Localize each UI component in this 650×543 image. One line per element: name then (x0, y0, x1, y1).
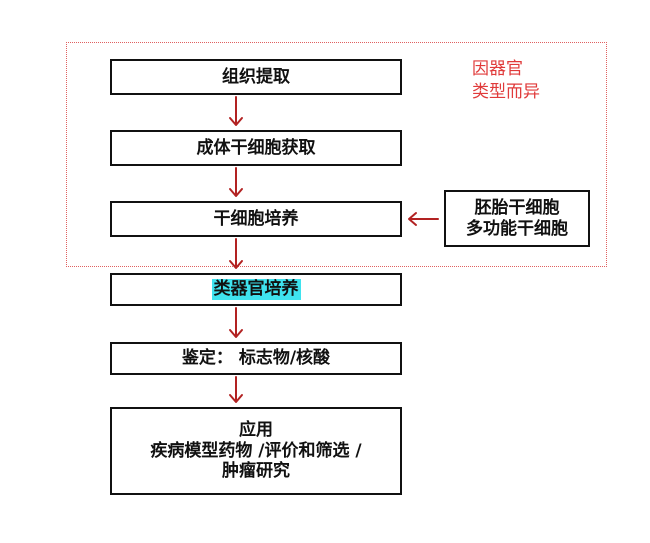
step-stem-cell-culture: 干细胞培养 (110, 201, 402, 237)
step-identification-label: 鉴定： 标志物/核酸 (181, 348, 331, 369)
arrow-step1-to-step2 (229, 96, 243, 126)
step-organoid-culture-label: 类器官培养 (211, 279, 301, 300)
pluripotent-source-line-2: 多功能干细胞 (466, 218, 568, 239)
step-identification: 鉴定： 标志物/核酸 (110, 342, 402, 375)
pluripotent-source-box: 胚胎干细胞 多功能干细胞 (444, 190, 590, 247)
arrow-step4-to-step5 (229, 307, 243, 338)
step-stem-cell-culture-label: 干细胞培养 (213, 208, 299, 229)
step-organoid-culture: 类器官培养 (110, 273, 402, 306)
arrow-side-to-step3 (408, 212, 439, 226)
organ-dependent-region (66, 42, 607, 267)
step-adult-stem-cell-acquisition-label: 成体干细胞获取 (196, 137, 316, 158)
region-note-line-2: 类型而异 (472, 81, 540, 102)
step-tissue-extraction: 组织提取 (110, 59, 402, 95)
step-application-line-3: 肿瘤研究 (222, 461, 290, 482)
pluripotent-source-line-1: 胚胎干细胞 (474, 198, 560, 219)
step-adult-stem-cell-acquisition: 成体干细胞获取 (110, 130, 402, 166)
arrow-step3-to-step4 (229, 238, 243, 269)
region-note: 因器官 类型而异 (472, 58, 592, 104)
step-application: 应用 疾病模型药物 /评价和筛选 / 肿瘤研究 (110, 407, 402, 495)
step-application-line-1: 应用 (239, 420, 273, 441)
step-application-line-2: 疾病模型药物 /评价和筛选 / (150, 440, 362, 461)
arrow-step2-to-step3 (229, 167, 243, 197)
region-note-line-1: 因器官 (472, 59, 523, 79)
step-tissue-extraction-label: 组织提取 (222, 66, 290, 87)
arrow-step5-to-step6 (229, 376, 243, 403)
